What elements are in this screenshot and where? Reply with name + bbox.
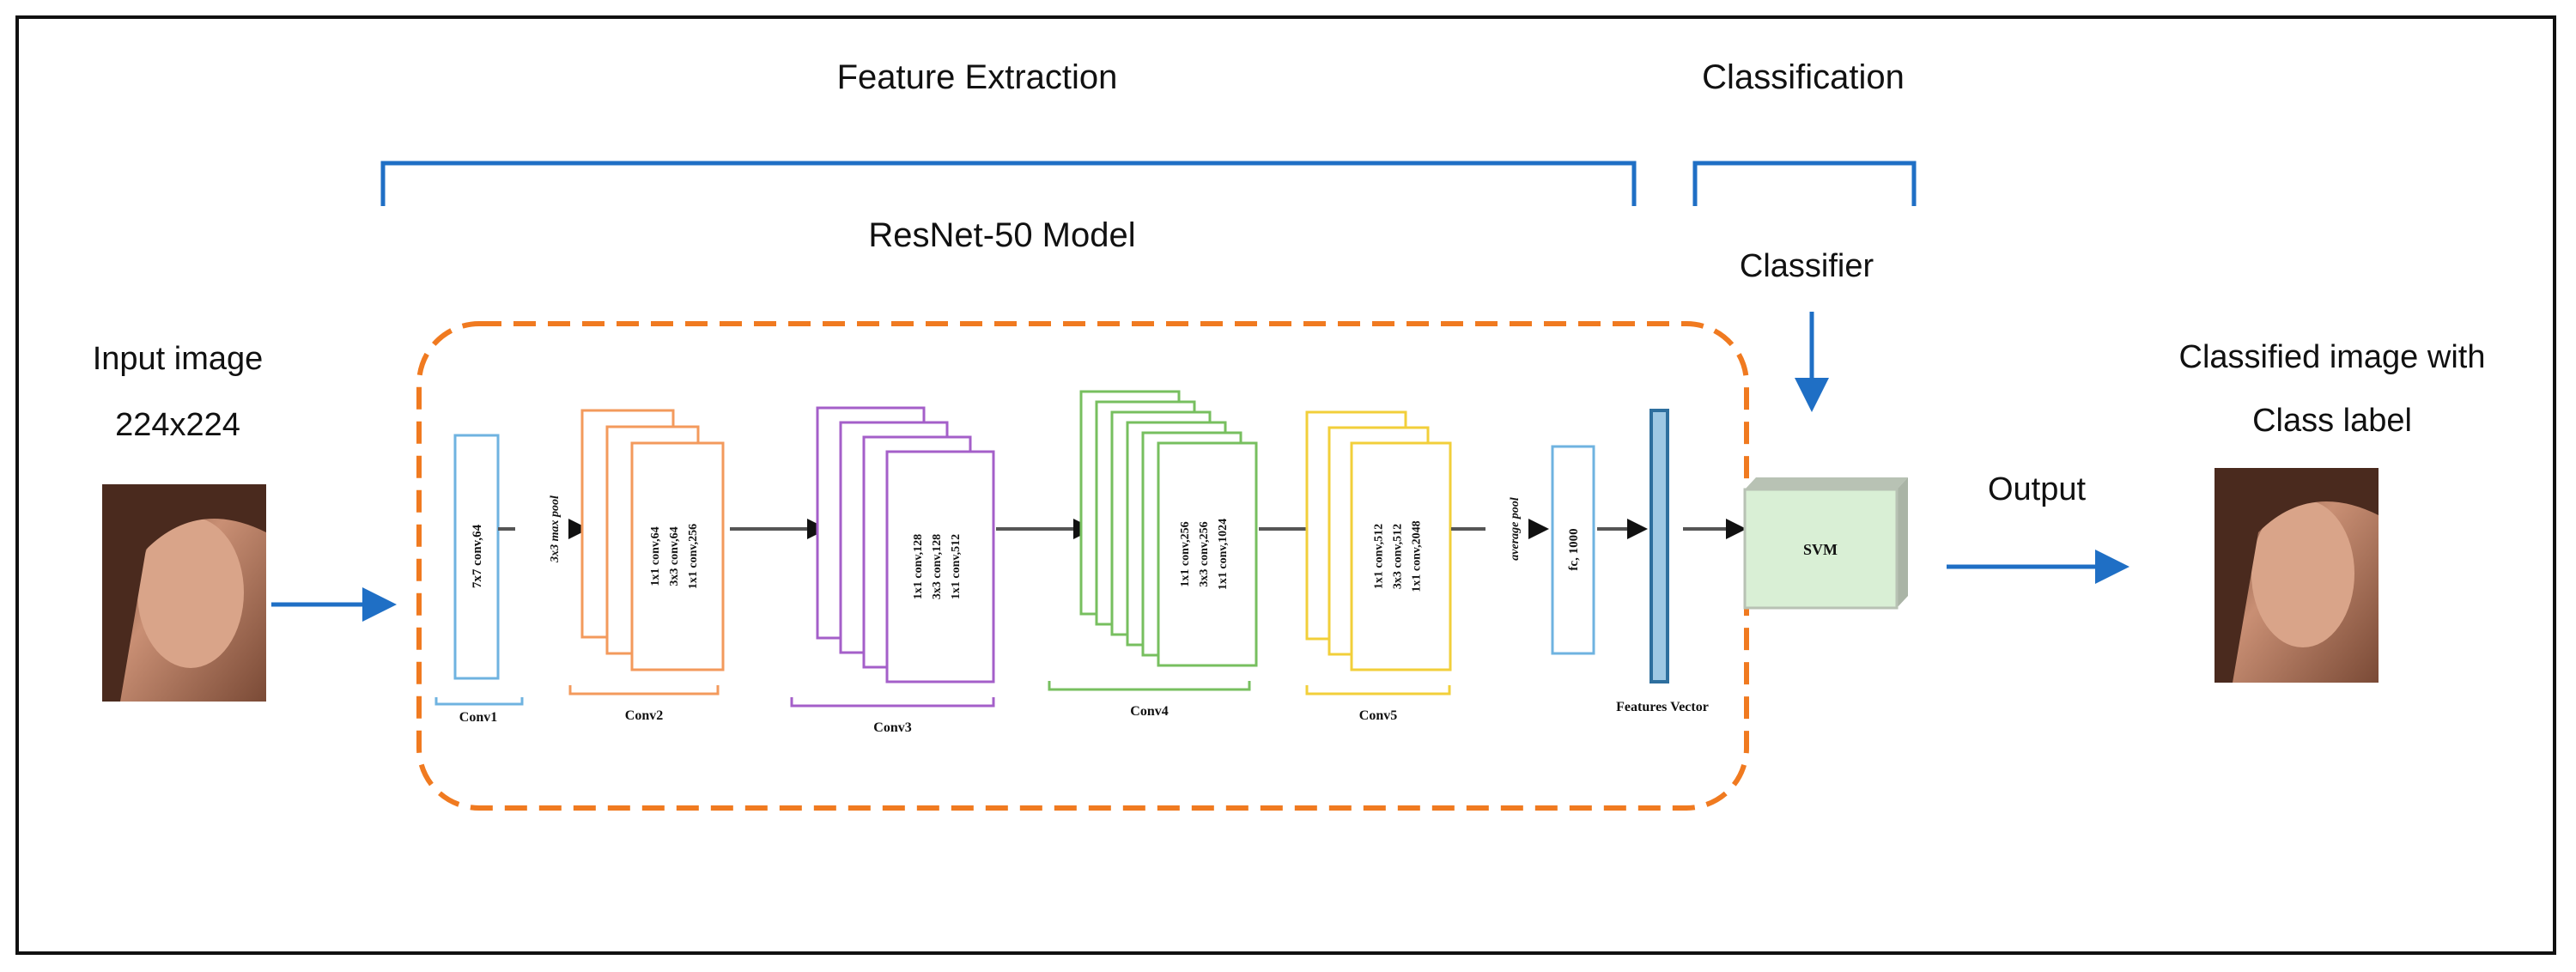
conv4-block: 1x1 conv,256 3x3 conv,256 1x1 conv,1024Con… <box>1048 390 1258 719</box>
output-face-image <box>2215 468 2379 683</box>
conv1-text: 7x7 conv,64 <box>471 524 484 588</box>
conv3-op-text: 1x1 conv,512 <box>950 534 963 599</box>
fc-text: fc, 1000 <box>1567 528 1581 570</box>
conv5-op-text: 1x1 conv,512 <box>1373 524 1386 589</box>
feature-extraction-bracket <box>380 161 1637 206</box>
svm-label: SVM <box>1803 541 1838 558</box>
conv2-op-text: 1x1 conv,64 <box>649 526 662 586</box>
conv5-bracket <box>1305 685 1451 696</box>
input-label-line1: Input image <box>93 341 264 377</box>
conv2-op-text: 3x3 conv,64 <box>668 526 681 586</box>
conv3-layer <box>885 450 995 683</box>
features-vector-label: Features Vector <box>1616 700 1709 714</box>
classifier-label: Classifier <box>1740 248 1874 284</box>
conv2-bracket <box>568 685 720 696</box>
avgpool-label: average pool <box>1509 497 1522 561</box>
outer-frame <box>15 15 2556 955</box>
output-label: Output <box>1988 471 2087 507</box>
input-face-image <box>102 484 266 702</box>
fc-block: fc, 1000 <box>1551 445 1595 655</box>
conv4-op-text: 1x1 conv,1024 <box>1217 519 1230 590</box>
conv5-op-text: 3x3 conv,512 <box>1392 524 1405 589</box>
conv3-op-text: 3x3 conv,128 <box>931 534 944 599</box>
conv3-label: Conv3 <box>873 720 911 735</box>
classified-label-line2: Class label <box>2252 403 2412 439</box>
classification-heading: Classification <box>1702 58 1905 96</box>
conv2-op-text: 1x1 conv,256 <box>687 524 700 589</box>
feature-extraction-heading: Feature Extraction <box>837 58 1118 96</box>
conv5-op-text: 1x1 conv,2048 <box>1411 520 1424 592</box>
conv2-label: Conv2 <box>625 708 663 723</box>
conv5-block: 1x1 conv,512 3x3 conv,512 1x1 conv,2048Con… <box>1305 410 1452 723</box>
conv5-layer <box>1350 441 1452 671</box>
classification-bracket <box>1692 161 1917 206</box>
conv3-block: 1x1 conv,128 3x3 conv,128 1x1 conv,512Conv… <box>790 406 995 735</box>
maxpool-label: 3x3 max pool <box>549 495 562 563</box>
conv4-label: Conv4 <box>1130 704 1168 719</box>
classified-label-line1: Classified image with <box>2179 339 2486 375</box>
conv2-layer <box>630 441 725 671</box>
conv1-block: 7x7 conv,64 Conv1 <box>434 434 524 725</box>
conv4-bracket <box>1048 681 1251 691</box>
conv1-label: Conv1 <box>459 710 497 725</box>
conv5-label: Conv5 <box>1359 708 1397 723</box>
conv3-bracket <box>790 697 995 708</box>
input-label-line2: 224x224 <box>115 407 240 443</box>
model-title: ResNet-50 Model <box>868 216 1135 254</box>
conv3-op-text: 1x1 conv,128 <box>912 534 925 599</box>
conv4-op-text: 3x3 conv,256 <box>1198 521 1211 586</box>
features-vector: Features Vector <box>1616 409 1709 714</box>
svm-block: SVM <box>1743 477 1908 610</box>
conv4-layer <box>1157 441 1258 667</box>
conv4-op-text: 1x1 conv,256 <box>1179 521 1192 586</box>
